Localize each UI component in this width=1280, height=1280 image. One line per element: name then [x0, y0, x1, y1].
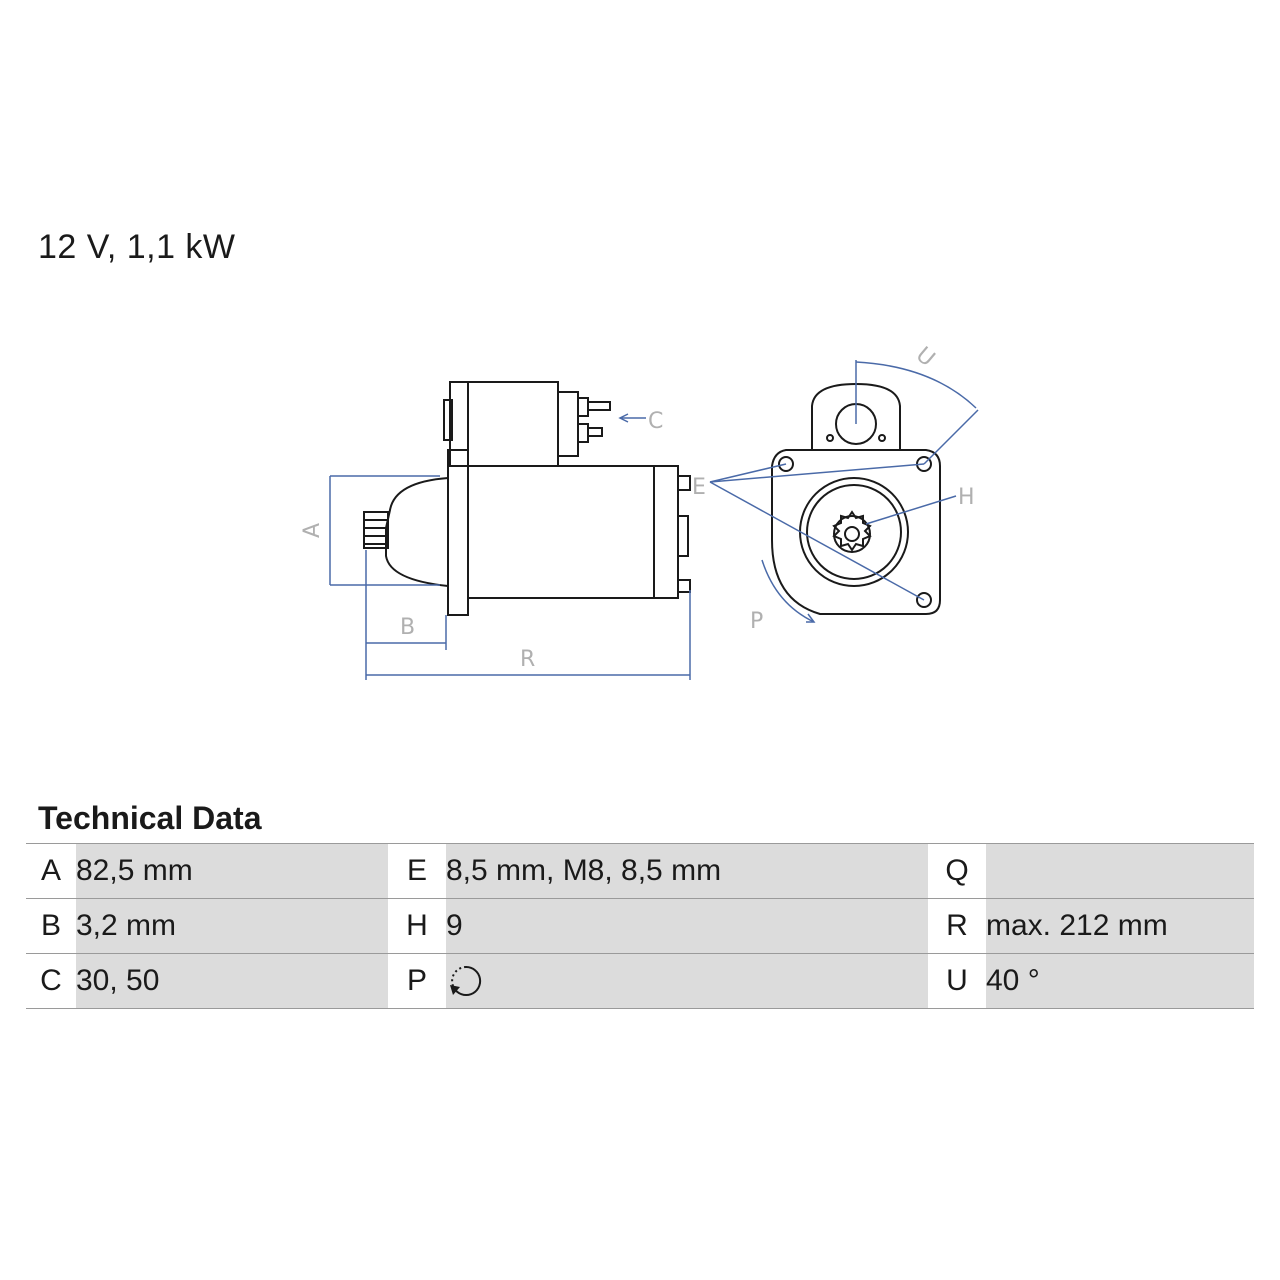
spec-key: Q [928, 843, 986, 899]
spec-value: 30, 50 [76, 953, 388, 1009]
spec-key: A [26, 843, 76, 899]
dimension-letter-r: R [520, 647, 535, 672]
spec-value-rotation [446, 953, 928, 1009]
spec-value: 82,5 mm [76, 843, 388, 899]
dimension-letter-p: P [750, 609, 763, 634]
dimension-letter-b: B [400, 615, 415, 640]
counterclockwise-rotation-icon [450, 965, 482, 996]
technical-data-heading: Technical Data [38, 800, 262, 836]
spec-key: U [928, 953, 986, 1009]
spec-value: 9 [446, 898, 928, 954]
spec-key: B [26, 898, 76, 954]
side-view-dimension-letters: A B R C E [300, 409, 706, 672]
side-view-dimensions [329, 413, 691, 680]
spec-key: E [388, 843, 446, 899]
starter-motor-drawing: A B R C E [300, 342, 979, 680]
spec-key: H [388, 898, 446, 954]
dimension-letter-c: C [648, 409, 663, 434]
product-rating-title: 12 V, 1,1 kW [38, 228, 236, 266]
spec-value [986, 843, 1254, 899]
spec-value: 40 ° [986, 953, 1254, 1009]
spec-key: P [388, 953, 446, 1009]
spec-value: max. 212 mm [986, 898, 1254, 954]
dimension-letter-h: H [958, 485, 975, 510]
spec-value: 8,5 mm, M8, 8,5 mm [446, 843, 928, 899]
spec-key: C [26, 953, 76, 1009]
table-row: B 3,2 mm H 9 R max. 212 mm [26, 898, 1254, 954]
dimension-letter-u: U [911, 342, 939, 372]
table-row: C 30, 50 P U 40 ° [26, 953, 1254, 1009]
dimension-letter-e: E [692, 475, 706, 500]
side-view [363, 381, 691, 616]
table-row: A 82,5 mm E 8,5 mm, M8, 8,5 mm Q [26, 843, 1254, 899]
front-view-dimensions [709, 360, 979, 623]
technical-data-table: A 82,5 mm E 8,5 mm, M8, 8,5 mm Q B 3,2 m… [26, 843, 1254, 1009]
spec-key: R [928, 898, 986, 954]
dimension-letter-a: A [300, 523, 325, 538]
spec-value: 3,2 mm [76, 898, 388, 954]
